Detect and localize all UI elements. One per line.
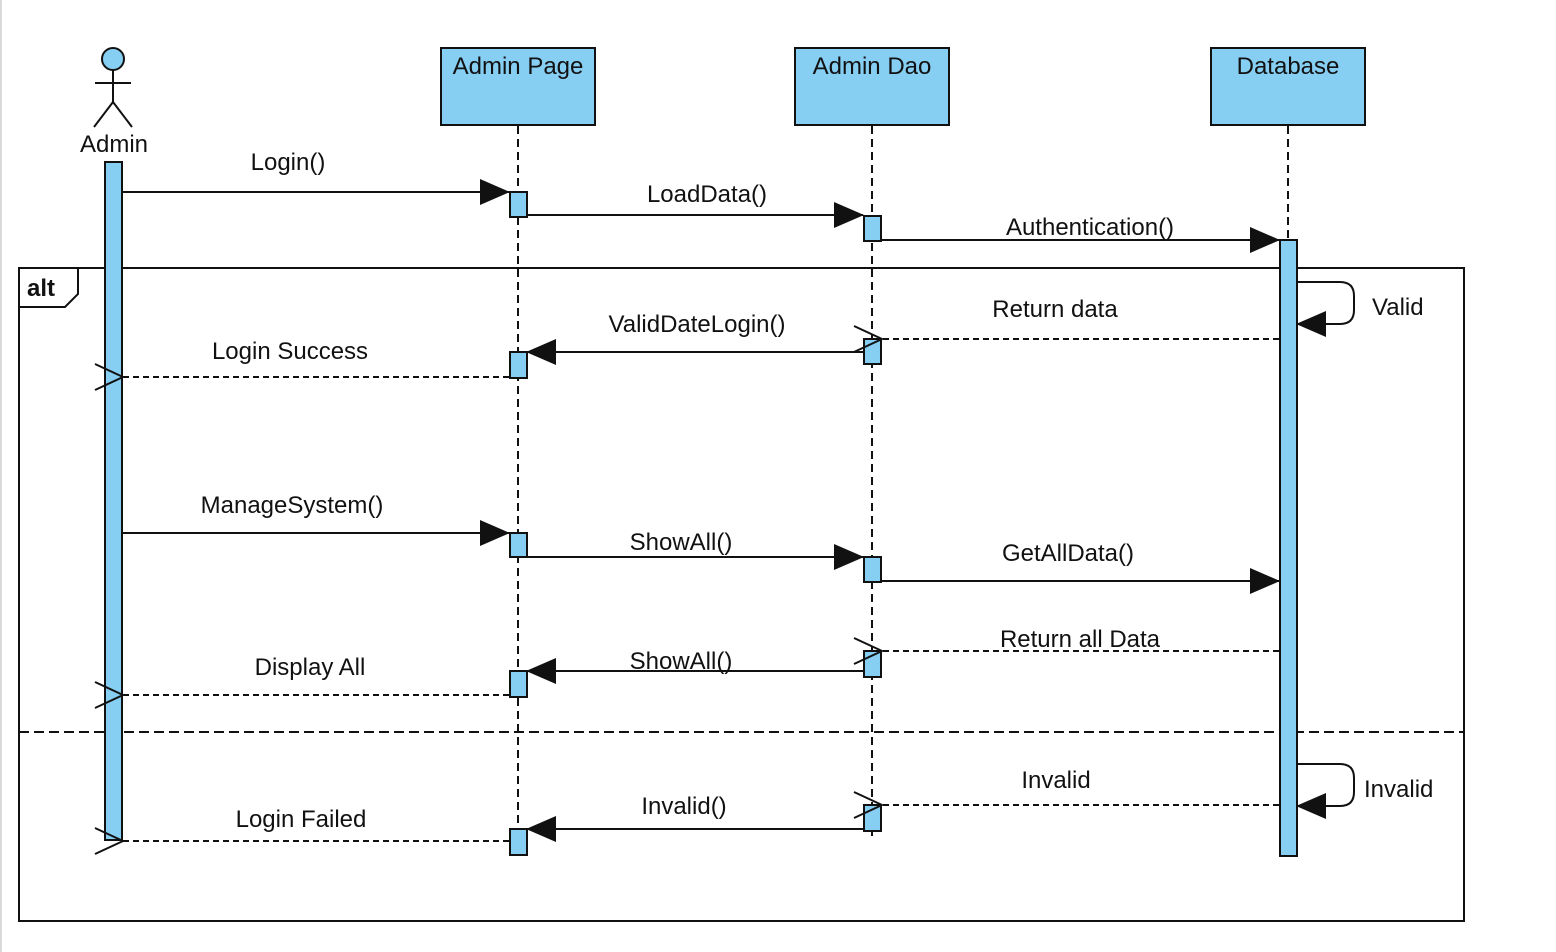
message-label-managesystem: ManageSystem() [201,492,384,519]
actor-label: Admin [80,131,148,158]
lifeline-label-admin-dao: Admin Dao [813,53,932,80]
page-edge [0,0,2,952]
activation-page [509,351,528,379]
message-label-showall-2: ShowAll() [630,648,733,675]
activation-dao [863,215,882,242]
actor-head-icon [101,47,125,71]
activation-dao [863,338,882,365]
self-message-label-valid: Valid [1372,294,1424,321]
admin-actor [93,47,133,128]
reply-label-login-success: Login Success [212,338,368,365]
activation-dao [863,650,882,678]
lifeline-head-database: Database [1210,47,1366,126]
activation-database [1279,239,1298,857]
message-label-login: Login() [251,149,326,176]
lifeline-label-database: Database [1237,53,1340,80]
activation-page [509,532,528,558]
self-message-label-invalid: Invalid [1364,776,1433,803]
lifeline-head-admin-page: Admin Page [440,47,596,126]
message-label-loaddata: LoadData() [647,181,767,208]
activation-admin [104,161,123,841]
activation-page [509,828,528,856]
reply-label-return-all-data: Return all Data [1000,626,1161,653]
message-label-getalldata: GetAllData() [1002,540,1134,567]
lifeline-head-admin-dao: Admin Dao [794,47,950,126]
activation-dao [863,556,882,583]
message-label-authentication: Authentication() [1006,214,1174,241]
fragment-operator-tab [18,267,79,308]
alt-fragment: alt [18,267,1465,922]
lifeline-label-admin-page: Admin Page [453,53,584,80]
fragment-operator-label: alt [27,275,55,302]
message-label-showall-1: ShowAll() [630,529,733,556]
reply-label-login-failed: Login Failed [236,806,367,833]
self-message-invalid [1296,763,1355,819]
activation-dao [863,804,882,832]
self-message-valid [1296,281,1355,337]
reply-label-invalid: Invalid [1021,767,1090,794]
message-label-invalid-call: Invalid() [641,793,726,820]
activation-page [509,670,528,698]
activation-page [509,191,528,218]
reply-label-return-data: Return data [992,296,1118,323]
reply-label-display-all: Display All [255,654,366,681]
message-label-validdatelogin: ValidDateLogin() [609,311,786,338]
